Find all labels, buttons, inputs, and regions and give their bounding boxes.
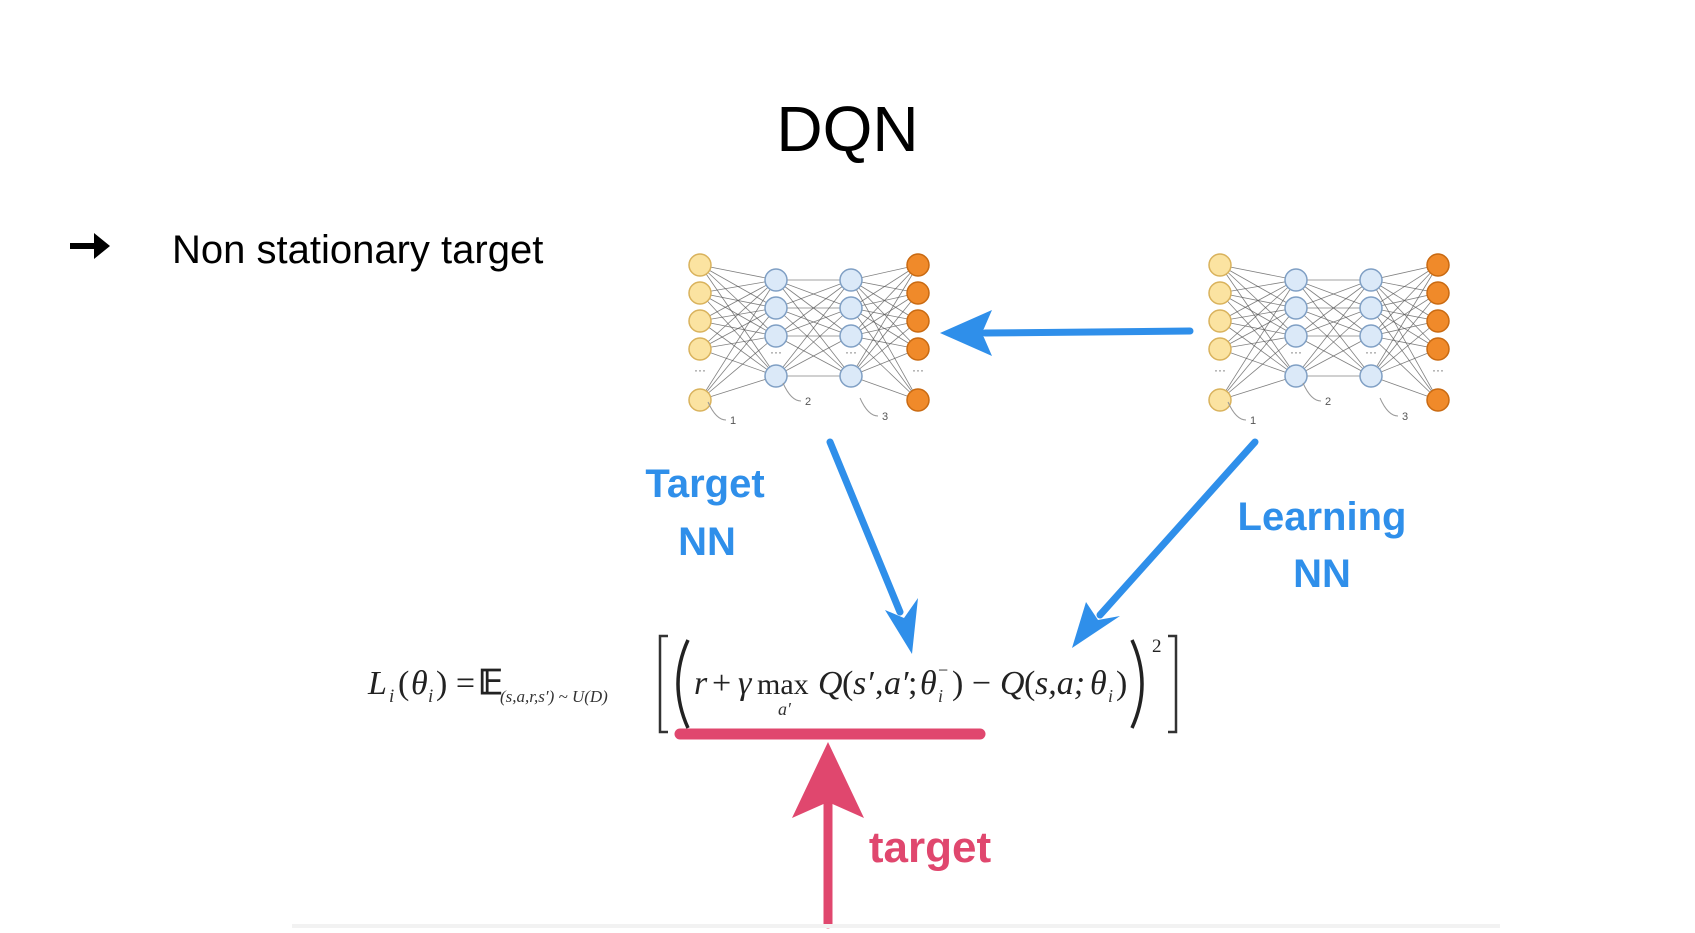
- svg-text:θ: θ: [920, 665, 937, 702]
- network-node: [764, 268, 788, 292]
- svg-text:i: i: [389, 686, 394, 707]
- ellipsis-marker: ···: [845, 345, 857, 359]
- layer-number: 3: [1402, 411, 1408, 423]
- svg-text:θ: θ: [411, 665, 428, 702]
- svg-text:(s,a,r,s′) ~ U(D): (s,a,r,s′) ~ U(D): [500, 687, 608, 706]
- ellipsis-marker: ···: [1214, 363, 1226, 377]
- learning-network-graphic: ··· ··· ··· ··· 1 2 3: [1208, 253, 1450, 427]
- ellipsis-marker: ···: [912, 363, 924, 377]
- network-node: [839, 296, 863, 320]
- svg-text:s,a;: s,a;: [1035, 665, 1085, 702]
- network-node: [1208, 253, 1232, 277]
- network-node: [1359, 364, 1383, 388]
- network-node: [1284, 324, 1308, 348]
- network-edges: [699, 264, 919, 401]
- svg-text:i: i: [428, 686, 433, 707]
- network-node: [1426, 281, 1450, 305]
- svg-text:2: 2: [1152, 636, 1162, 657]
- target-network-graphic: ··· ··· ··· ··· 1 2 3: [688, 253, 930, 427]
- right-arrow-icon: [68, 228, 128, 273]
- layer-number: 1: [1250, 415, 1256, 427]
- network-node: [688, 388, 712, 412]
- network-node: [1208, 337, 1232, 361]
- ellipsis-marker: ···: [1432, 363, 1444, 377]
- network-node: [1208, 281, 1232, 305]
- network-node: [1426, 309, 1450, 333]
- layer-number: 2: [1325, 396, 1331, 408]
- network-node: [1284, 268, 1308, 292]
- network-node: [839, 268, 863, 292]
- bullet-item: Non stationary target: [68, 228, 543, 273]
- svg-text:a′: a′: [778, 699, 792, 719]
- layer-number: 1: [730, 415, 736, 427]
- svg-text:𝔼: 𝔼: [478, 665, 503, 702]
- target-pointer-arrow: [792, 742, 864, 929]
- network-node: [906, 253, 930, 277]
- layer-number: 3: [882, 411, 888, 423]
- svg-text:Q: Q: [1000, 665, 1025, 702]
- network-node: [764, 324, 788, 348]
- network-node: [1208, 309, 1232, 333]
- target-nn-label-line2: NN: [678, 520, 736, 564]
- network-node: [1359, 268, 1383, 292]
- network-node: [906, 337, 930, 361]
- svg-text:s′: s′: [853, 665, 874, 702]
- network-node: [688, 253, 712, 277]
- network-node: [764, 296, 788, 320]
- network-node: [1426, 388, 1450, 412]
- svg-text:,: ,: [875, 665, 884, 702]
- svg-text:) =: ) =: [436, 665, 475, 702]
- network-node: [1426, 337, 1450, 361]
- svg-text:(: (: [398, 665, 409, 702]
- ellipsis-marker: ···: [770, 345, 782, 359]
- svg-text:γ: γ: [738, 665, 753, 702]
- copy-weights-arrow: [940, 310, 1194, 356]
- svg-text:r: r: [694, 665, 708, 702]
- svg-text:(: (: [842, 665, 853, 702]
- svg-text:−: −: [938, 660, 948, 680]
- layer-number: 2: [805, 396, 811, 408]
- svg-text:;: ;: [908, 665, 917, 702]
- svg-text:L: L: [367, 665, 387, 702]
- target-nn-arrow: [826, 438, 918, 654]
- network-node: [839, 364, 863, 388]
- network-node: [1426, 253, 1450, 277]
- svg-text:θ: θ: [1090, 665, 1107, 702]
- svg-text:) −: ) −: [952, 665, 991, 702]
- network-node: [1359, 324, 1383, 348]
- network-node: [1284, 296, 1308, 320]
- learning-nn-label-line1: Learning: [1238, 495, 1407, 539]
- svg-text:a′: a′: [884, 665, 909, 702]
- ellipsis-marker: ···: [1290, 345, 1302, 359]
- network-node: [906, 388, 930, 412]
- target-nn-label-line1: Target: [645, 462, 764, 506]
- network-node: [764, 364, 788, 388]
- network-node: [688, 309, 712, 333]
- slide-title: DQN: [776, 93, 919, 165]
- ellipsis-marker: ···: [1365, 345, 1377, 359]
- network-node: [688, 281, 712, 305]
- svg-text:): ): [1116, 665, 1127, 702]
- learning-nn-arrow: [1072, 438, 1259, 648]
- network-node: [1359, 296, 1383, 320]
- svg-text:i: i: [1108, 686, 1113, 706]
- target-marker-label: target: [869, 823, 992, 872]
- bullet-text: Non stationary target: [172, 228, 544, 272]
- network-node: [906, 281, 930, 305]
- svg-text:Q: Q: [818, 665, 843, 702]
- loss-equation: L i ( θ i ) = 𝔼 (s,a,r,s′) ~ U(D) 2 r + …: [367, 634, 1178, 734]
- network-node: [1284, 364, 1308, 388]
- svg-text:i: i: [938, 686, 943, 706]
- svg-text:max: max: [757, 668, 809, 701]
- ellipsis-marker: ···: [694, 363, 706, 377]
- network-node: [688, 337, 712, 361]
- network-edges: [1219, 264, 1439, 401]
- svg-text:(: (: [1024, 665, 1035, 702]
- svg-text:+: +: [712, 665, 731, 702]
- learning-nn-label-line2: NN: [1293, 552, 1351, 596]
- network-node: [906, 309, 930, 333]
- network-node: [839, 324, 863, 348]
- network-node: [1208, 388, 1232, 412]
